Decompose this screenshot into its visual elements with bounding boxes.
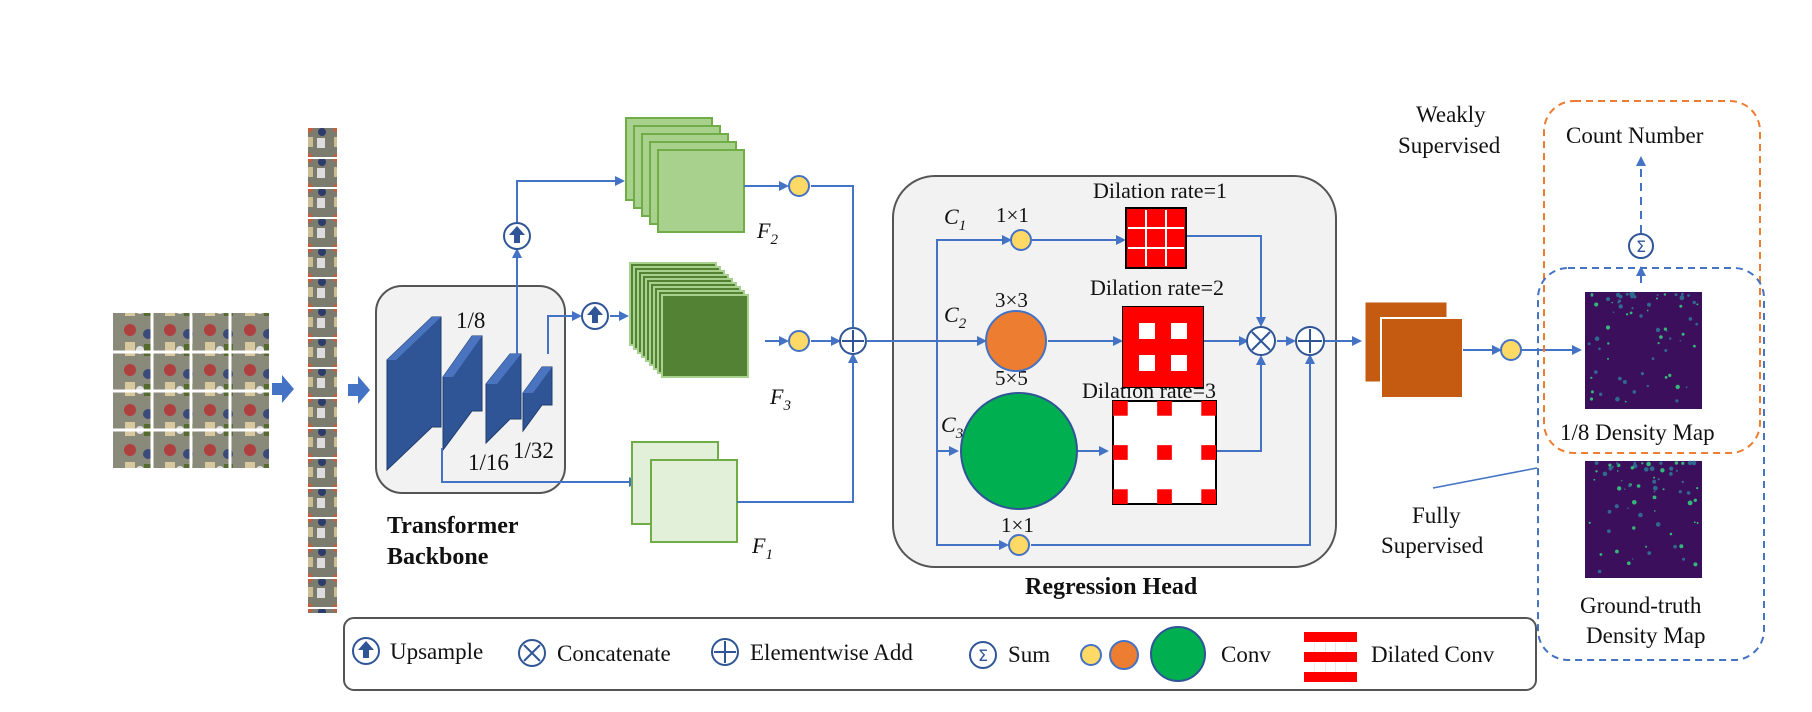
- upsample-icon: [503, 222, 531, 250]
- ground-truth-density-map: [1585, 460, 1702, 578]
- sum-icon: Σ: [1628, 233, 1654, 259]
- kernel-1x1b-label: 1×1: [1001, 513, 1034, 537]
- fully-supervised-region: [1537, 267, 1765, 661]
- strip-arrow-icon: [348, 376, 370, 404]
- legend-concatenate-icon: [518, 639, 546, 667]
- legend-add-icon: [711, 638, 739, 666]
- conv-1x1-icon: [788, 330, 810, 352]
- legend-upsample-label: Upsample: [390, 639, 483, 664]
- dilated-conv-rate-1-icon: [1125, 207, 1187, 269]
- count-number-label: Count Number: [1566, 123, 1704, 148]
- legend-conv-label: Conv: [1221, 642, 1271, 667]
- legend: [343, 617, 1537, 691]
- scale-label-1-16: 1/16: [468, 450, 509, 475]
- feature-map-f1: [631, 441, 738, 543]
- weakly-supervised-region: [1543, 100, 1761, 454]
- kernel-1x1-label: 1×1: [996, 203, 1029, 227]
- output-connectors: [1432, 156, 1646, 489]
- feature-connectors: [737, 181, 858, 503]
- dilated-conv-rate-2-icon: [1122, 306, 1204, 388]
- legend-sum-icon: Σ: [969, 641, 997, 669]
- add-icon: [1295, 326, 1325, 356]
- dilated-conv-rate-3-icon: [1112, 400, 1217, 505]
- upsample-icon: [581, 302, 609, 330]
- feature-map-f2: [625, 117, 745, 233]
- scale-label-1-32: 1/32: [513, 438, 554, 463]
- add-icon: [839, 327, 867, 355]
- gt-density-label-1: Ground-truth: [1580, 593, 1702, 618]
- legend-add-label: Elementwise Add: [750, 640, 913, 665]
- patch-strip: [308, 128, 337, 613]
- regression-head-title: Regression Head: [1025, 574, 1198, 600]
- scale-label-1-8: 1/8: [456, 308, 485, 333]
- legend-upsample-icon: [352, 637, 380, 665]
- conv-1x1-icon: [788, 175, 810, 197]
- fully-supervised-label-1: Fully: [1412, 503, 1461, 528]
- predicted-density-map: [1585, 291, 1702, 409]
- kernel-3x3-label: 3×3: [995, 288, 1028, 312]
- conv-3x3-icon: [985, 310, 1047, 372]
- legend-conv-icon: [1080, 626, 1206, 682]
- input-arrow-icon: [272, 375, 294, 403]
- weakly-supervised-label-1: Weakly: [1416, 102, 1486, 127]
- c2-label: C2: [944, 302, 967, 332]
- backbone-title-line1: Transformer: [387, 513, 519, 539]
- density-map-label: 1/8 Density Map: [1560, 420, 1715, 445]
- f1-label: F1: [751, 533, 773, 563]
- c3-label: C3: [941, 412, 963, 442]
- feature-map-f3: [629, 262, 749, 378]
- concatenate-icon: [1246, 326, 1276, 356]
- legend-sum-label: Sum: [1008, 642, 1050, 667]
- svg-text:Σ: Σ: [978, 646, 988, 665]
- dilation-rate-1-label: Dilation rate=1: [1093, 178, 1227, 203]
- fully-supervised-label-2: Supervised: [1381, 533, 1484, 558]
- f3-label: F3: [769, 384, 791, 414]
- input-image-grid: [113, 313, 269, 468]
- regression-head: [892, 175, 1337, 568]
- legend-dilated-conv-label: Dilated Conv: [1371, 642, 1495, 667]
- weakly-supervised-label-2: Supervised: [1398, 133, 1501, 158]
- f2-label: F2: [756, 218, 778, 248]
- conv-5x5-icon: [960, 392, 1078, 510]
- backbone-connectors: [441, 176, 639, 487]
- head-connectors: [866, 235, 1362, 550]
- c1-label: C1: [944, 204, 966, 234]
- gt-density-label-2: Density Map: [1586, 623, 1705, 648]
- conv-1x1-icon: [1010, 229, 1032, 251]
- conv-1x1-icon: [1008, 534, 1030, 556]
- backbone-title-line2: Backbone: [387, 544, 489, 570]
- svg-text:Σ: Σ: [1636, 237, 1646, 256]
- dilation-rate-2-label: Dilation rate=2: [1090, 275, 1224, 300]
- output-feature-map: [1364, 301, 1464, 399]
- legend-concatenate-label: Concatenate: [557, 641, 671, 666]
- conv-1x1-icon: [1500, 339, 1522, 361]
- legend-dilated-conv-icon: [1304, 632, 1357, 682]
